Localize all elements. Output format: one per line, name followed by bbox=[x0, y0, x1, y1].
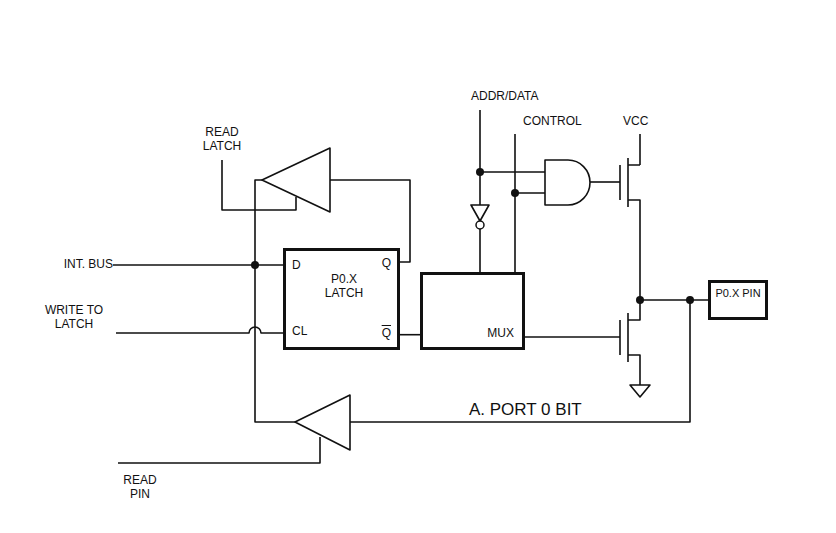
signal-name: ADDR/DATA bbox=[471, 90, 539, 104]
junction-dot bbox=[686, 296, 694, 304]
write-line bbox=[116, 327, 283, 333]
signal-name: WRITE TO LATCH bbox=[37, 304, 111, 332]
signal-name: READ PIN bbox=[117, 474, 163, 502]
signal-name: READ LATCH bbox=[196, 126, 248, 154]
pin-read-line bbox=[350, 300, 708, 422]
inverter bbox=[471, 172, 489, 272]
pin-name: P0.X PIN bbox=[715, 287, 761, 300]
latch-name: P0.X LATCH bbox=[320, 273, 368, 301]
and-output bbox=[590, 181, 620, 183]
junction-dot bbox=[511, 189, 519, 197]
read-pin-line bbox=[118, 437, 320, 463]
junction-dot bbox=[636, 296, 644, 304]
latch-box: P0.X LATCH D Q CL Q bbox=[283, 248, 400, 350]
signal-name: INT. BUS bbox=[64, 258, 113, 272]
read-latch-line bbox=[222, 160, 296, 210]
buffer-triangle bbox=[295, 395, 350, 450]
fet-upper bbox=[620, 158, 640, 300]
vcc-line bbox=[639, 134, 641, 165]
junction-dot bbox=[476, 168, 484, 176]
fet-lower bbox=[620, 300, 640, 385]
mux-name: MUX bbox=[487, 327, 514, 341]
control-line bbox=[515, 134, 545, 272]
signal-wire bbox=[400, 334, 420, 336]
inverter-bubble bbox=[476, 221, 484, 229]
pin-q-bar: Q bbox=[382, 327, 391, 341]
supply-name: VCC bbox=[623, 115, 648, 129]
pin-q: Q bbox=[382, 257, 391, 271]
junction-dot bbox=[251, 261, 259, 269]
pin-d: D bbox=[292, 259, 301, 273]
figure-caption: A. PORT 0 BIT bbox=[469, 400, 582, 420]
and-gate bbox=[545, 160, 590, 205]
ground bbox=[630, 385, 650, 397]
mux-output bbox=[525, 336, 620, 338]
mux-box: MUX bbox=[420, 272, 525, 350]
pin-cl: CL bbox=[292, 325, 307, 339]
pin-box: P0.X PIN bbox=[708, 280, 768, 320]
signal-name: CONTROL bbox=[523, 115, 582, 129]
